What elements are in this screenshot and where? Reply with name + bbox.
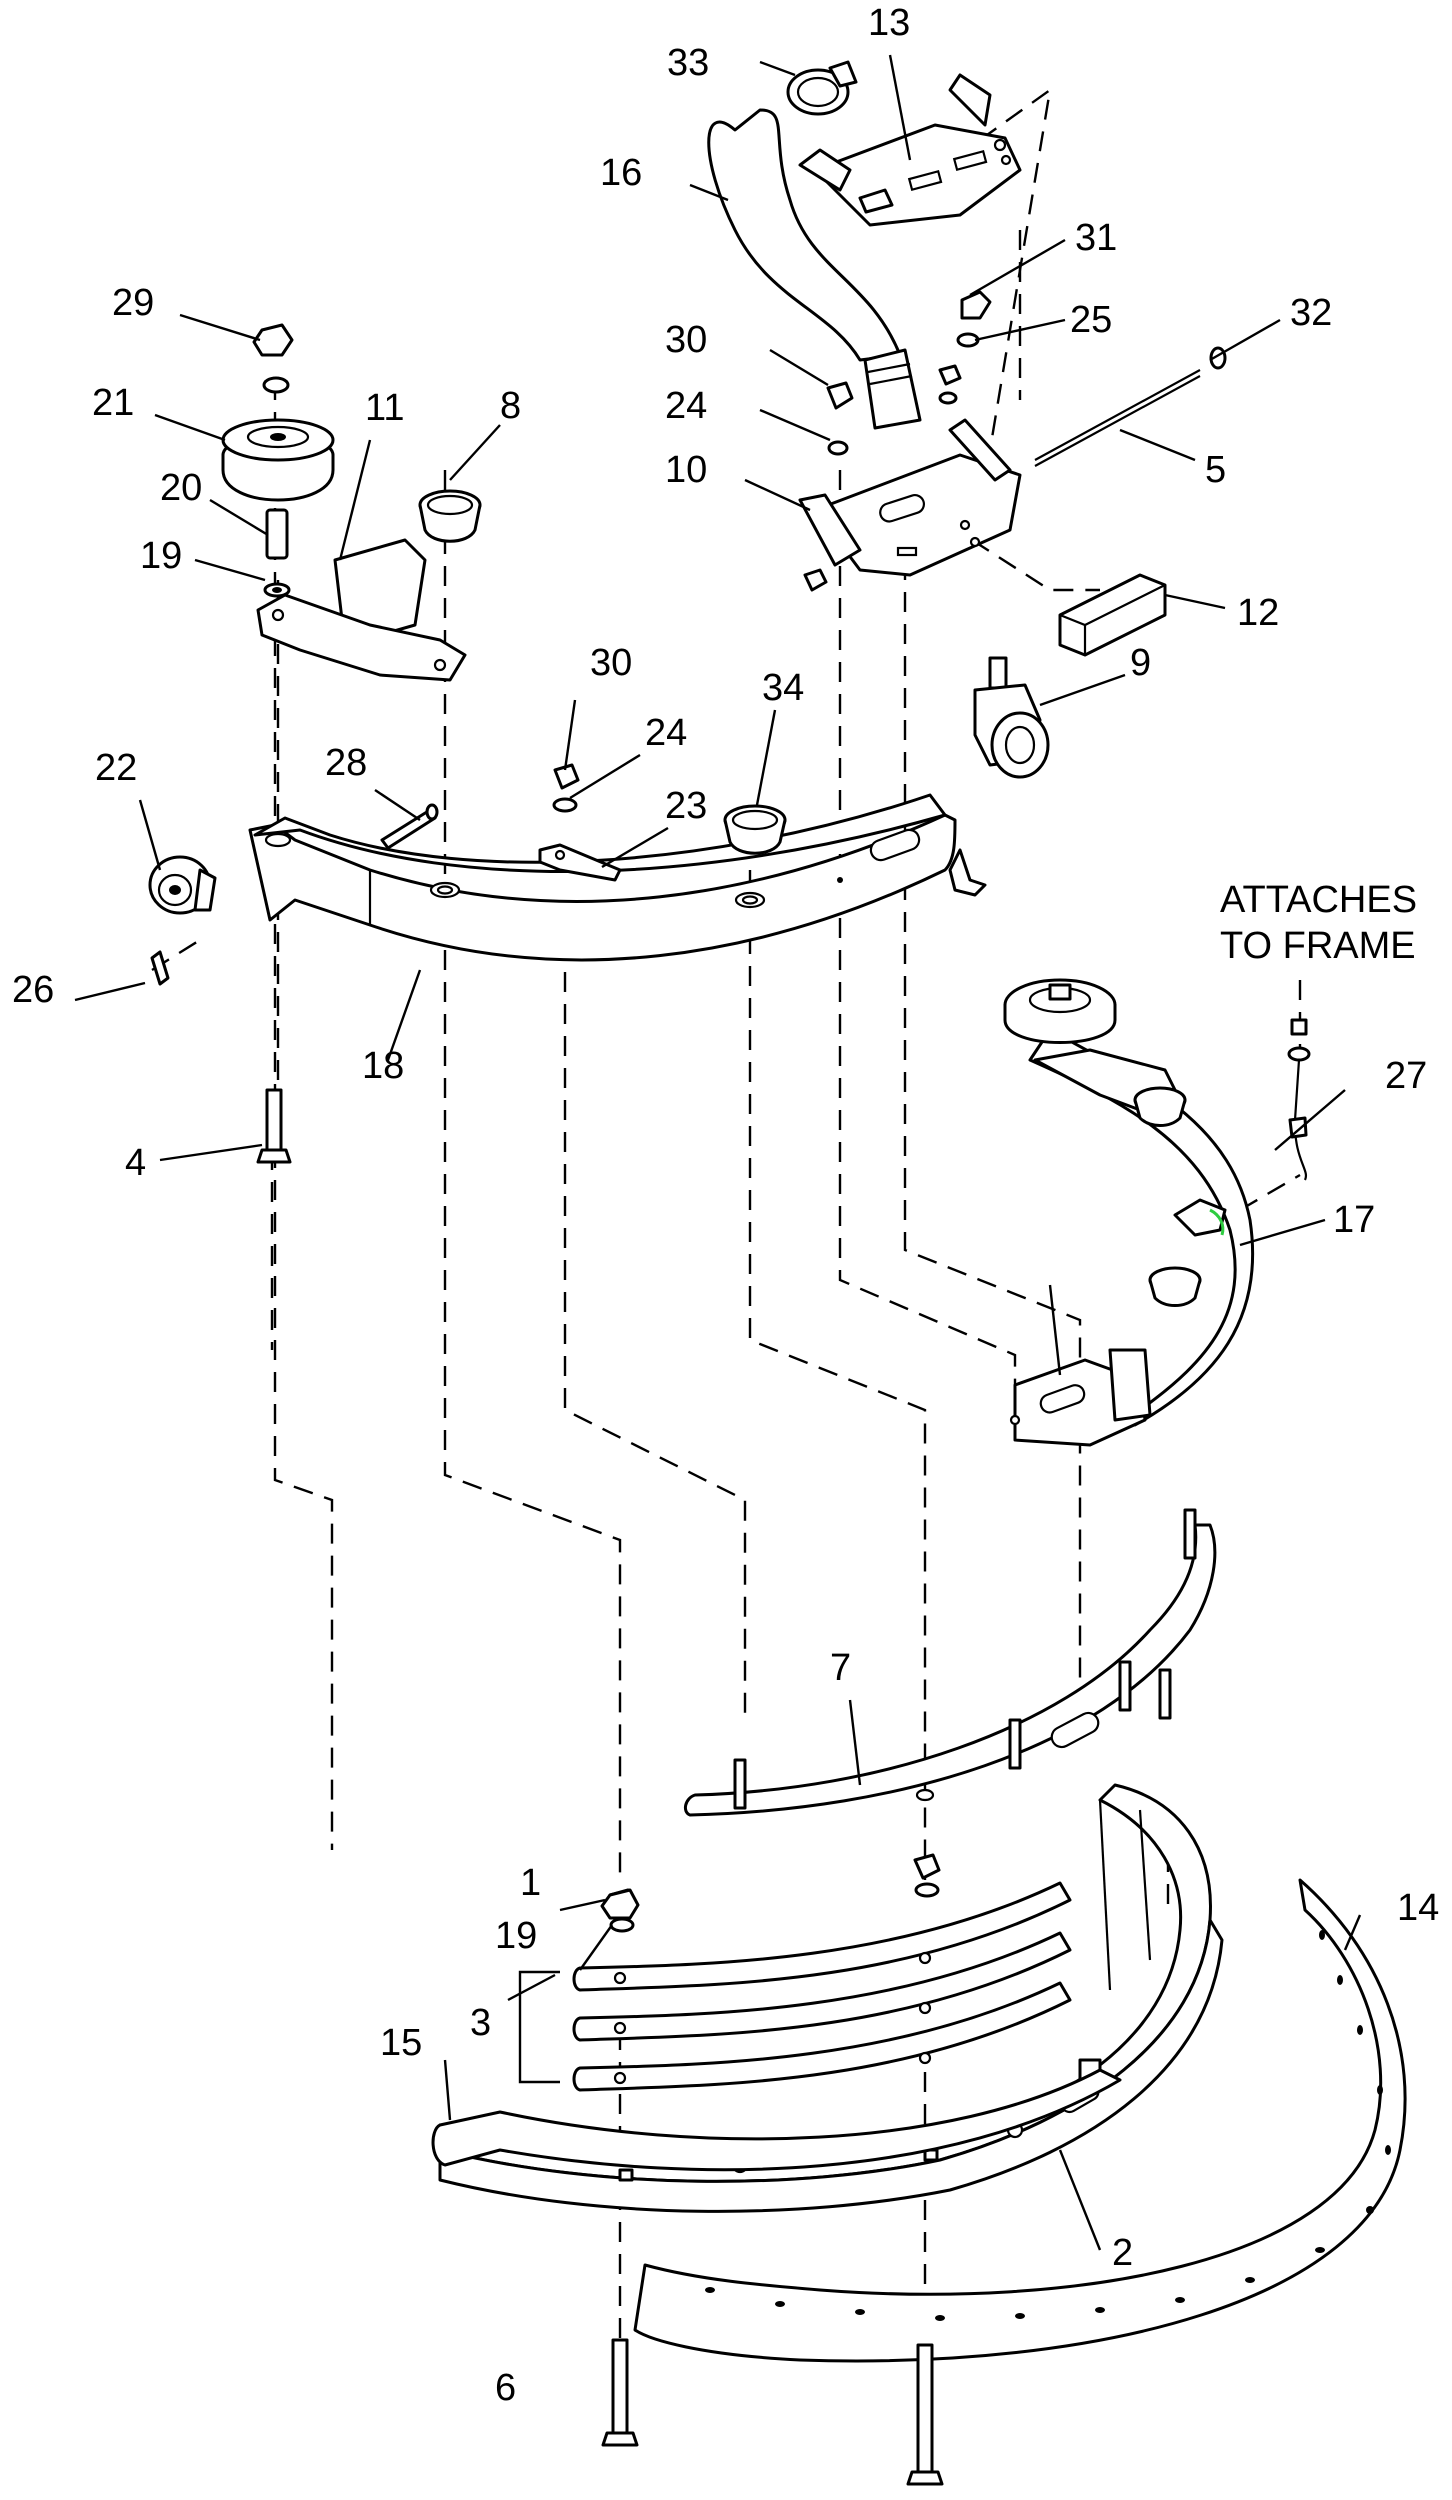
leader-lines	[74, 54, 1362, 2251]
callout-20: 20	[160, 467, 202, 509]
callout-30b: 30	[665, 319, 707, 361]
callout-26: 26	[12, 969, 54, 1011]
callout-28: 28	[325, 742, 367, 784]
part-12-block	[1058, 573, 1167, 657]
callout-12: 12	[1237, 592, 1279, 634]
callout-labels: 1 2 3 4 5 6 7 8 9 10 11 12 13 14 15 16 1…	[12, 2, 1439, 2409]
callout-19b: 19	[495, 1915, 537, 1957]
callout-21: 21	[92, 382, 134, 424]
part-33-hose-clamp	[786, 60, 858, 116]
part-27-lanyard	[1287, 1018, 1311, 1181]
callout-19a: 19	[140, 535, 182, 577]
callout-10: 10	[665, 449, 707, 491]
note-line-1: ATTACHES	[1220, 879, 1417, 921]
part-14-band	[633, 1878, 1407, 2363]
part-13-hose-bracket	[798, 73, 1022, 227]
callout-18: 18	[362, 1045, 404, 1087]
part-28-pin	[380, 803, 439, 850]
callout-32: 32	[1290, 292, 1332, 334]
callout-1: 1	[520, 1862, 541, 1904]
part-23-plate	[538, 843, 622, 882]
part-4-bolt	[256, 1088, 292, 1164]
callout-16: 16	[600, 152, 642, 194]
note-line-2: TO FRAME	[1220, 925, 1416, 967]
callout-14: 14	[1397, 1887, 1439, 1929]
part-17-arm-assembly	[1003, 978, 1255, 1447]
part-22-pulley	[148, 855, 217, 915]
part-18-frame-arm	[248, 793, 987, 962]
part-21-pulley	[221, 418, 335, 502]
part-15-belt	[431, 2068, 1122, 2172]
callout-9: 9	[1130, 642, 1151, 684]
part-8-bumper	[418, 489, 482, 543]
part-11-bracket	[256, 538, 467, 682]
callout-4: 4	[125, 1142, 146, 1184]
callout-2: 2	[1112, 2232, 1133, 2274]
part-34-bumper	[723, 804, 787, 855]
callout-17: 17	[1333, 1199, 1375, 1241]
hardware-mid-left	[552, 763, 580, 813]
part-10-bracket	[798, 418, 1022, 577]
callout-15: 15	[380, 2022, 422, 2064]
part-20-spacer	[265, 508, 289, 560]
callout-25: 25	[1070, 299, 1112, 341]
callout-3: 3	[470, 2002, 491, 2044]
callout-22: 22	[95, 747, 137, 789]
callout-5: 5	[1205, 449, 1226, 491]
part-16-hose	[707, 108, 922, 430]
part-29-nut	[252, 323, 294, 357]
part-3-plates	[518, 1881, 1072, 2092]
callout-31: 31	[1075, 217, 1117, 259]
callout-6: 6	[495, 2367, 516, 2409]
callout-7: 7	[830, 1647, 851, 1689]
part-26-clip	[150, 950, 170, 986]
callout-27: 27	[1385, 1055, 1427, 1097]
callout-24b: 24	[665, 385, 707, 427]
hardware-plates	[608, 1853, 941, 1933]
callout-13: 13	[868, 2, 910, 44]
part-1-nut	[600, 1888, 640, 1920]
callout-30a: 30	[590, 642, 632, 684]
part-7-curved-bar	[683, 1508, 1217, 1817]
part-6-bolts	[601, 2338, 944, 2486]
part-5-rod	[1034, 346, 1227, 467]
hardware-upper-right	[803, 290, 992, 592]
part-9-caster	[973, 656, 1050, 779]
part-14-slots	[705, 1930, 1391, 2321]
callout-11: 11	[365, 387, 404, 429]
callout-8: 8	[500, 385, 521, 427]
callout-34: 34	[762, 667, 804, 709]
callout-24a: 24	[645, 712, 687, 754]
attaches-to-frame-note: ATTACHES TO FRAME	[1220, 879, 1417, 967]
callout-23: 23	[665, 785, 707, 827]
part-19-washer	[263, 582, 291, 598]
callout-29: 29	[112, 282, 154, 324]
washer-upper-left	[262, 376, 290, 394]
callout-33: 33	[667, 42, 709, 84]
